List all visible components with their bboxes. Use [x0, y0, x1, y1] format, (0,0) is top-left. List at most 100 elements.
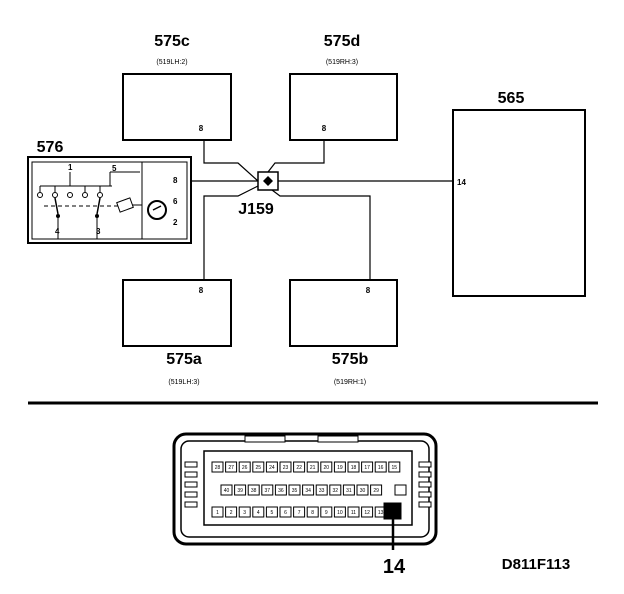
connector-pin-label: 18 — [351, 465, 357, 471]
pin-576-5: 5 — [112, 164, 117, 173]
connector-pin-label: 23 — [283, 465, 289, 471]
connector-pin-label: 11 — [351, 510, 356, 516]
connector-pin — [306, 506, 319, 518]
connector-pin — [211, 506, 224, 518]
connector-pin — [279, 461, 292, 473]
connector-pin — [320, 506, 333, 518]
pin-575a: 8 — [199, 286, 204, 295]
connector-pin — [388, 461, 401, 473]
connector-pin — [329, 484, 342, 496]
box-575b — [289, 279, 398, 347]
connector-pin-label: 32 — [333, 488, 339, 494]
box-575a — [122, 279, 232, 347]
figure-code: D811F113 — [502, 556, 570, 573]
connector-pin-label: 30 — [360, 488, 366, 494]
label-575b: 575b — [332, 351, 369, 368]
connector-pin-label: 39 — [237, 488, 243, 494]
component-576 — [27, 156, 192, 244]
connector-pin — [302, 484, 315, 496]
connector-pin-label: 35 — [292, 488, 298, 494]
motor-icon — [147, 200, 167, 220]
connector-pin — [361, 506, 374, 518]
connector-pin — [361, 461, 374, 473]
connector-pin-label: 24 — [269, 465, 275, 471]
connector-pin-label: 13 — [378, 510, 384, 516]
box-565 — [452, 109, 586, 297]
connector-pin-label: 26 — [242, 465, 248, 471]
pin-576-2: 2 — [173, 218, 178, 227]
connector-pin — [370, 484, 383, 496]
junction-j159 — [257, 171, 279, 191]
connector-pin — [265, 506, 278, 518]
ref-575d: (519RH:3) — [326, 59, 358, 66]
connector-pin-label: 5 — [271, 510, 274, 516]
ref-575b: (519RH:1) — [334, 379, 366, 386]
connector-pin — [293, 506, 306, 518]
connector-pin-label: 6 — [284, 510, 287, 516]
connector-pin — [394, 484, 407, 496]
pin-576-4: 4 — [55, 227, 60, 236]
connector-pin — [320, 461, 333, 473]
ref-575a: (519LH:3) — [168, 379, 199, 386]
connector-pin — [342, 484, 355, 496]
connector-pin — [247, 484, 260, 496]
connector-pin-label: 21 — [310, 465, 316, 471]
box-575d — [289, 73, 398, 141]
connector-pin — [238, 506, 251, 518]
box-575c — [122, 73, 232, 141]
connector-pin — [211, 461, 224, 473]
label-575d: 575d — [324, 33, 360, 50]
pin-576-1: 1 — [68, 163, 73, 172]
pin-576-8: 8 — [173, 176, 178, 185]
connector-pin — [293, 461, 306, 473]
label-575a: 575a — [166, 351, 202, 368]
pin-576-6: 6 — [173, 197, 178, 206]
connector-pin-14-highlight — [383, 502, 402, 520]
connector-pin-label: 20 — [324, 465, 330, 471]
connector-pin-label: 22 — [296, 465, 302, 471]
connector-pin-label: 38 — [251, 488, 257, 494]
connector-pin-label: 37 — [265, 488, 271, 494]
connector-pin — [333, 461, 346, 473]
connector-pin — [238, 461, 251, 473]
connector-pin-label: 19 — [337, 465, 343, 471]
pin-575d: 8 — [322, 124, 327, 133]
connector-pin — [306, 461, 319, 473]
connector-pin-label: 3 — [243, 510, 246, 516]
connector-pin — [279, 506, 292, 518]
pin-575c: 8 — [199, 124, 204, 133]
pin-565: 14 — [457, 178, 466, 187]
connector-pin-label: 2 — [230, 510, 233, 516]
connector-pin-label: 10 — [337, 510, 343, 516]
connector-pin-label: 33 — [319, 488, 325, 494]
pin-576-3: 3 — [96, 227, 101, 236]
connector-pin — [220, 484, 233, 496]
connector-pin — [225, 461, 238, 473]
connector-pin-label: 29 — [373, 488, 379, 494]
connector-pin — [252, 461, 265, 473]
connector-pin-label: 9 — [325, 510, 328, 516]
connector-pin-label: 34 — [305, 488, 311, 494]
connector-pin — [288, 484, 301, 496]
connector-pin — [274, 484, 287, 496]
connector-pin-label: 28 — [215, 465, 221, 471]
label-576: 576 — [37, 139, 64, 156]
ref-575c: (519LH:2) — [156, 59, 187, 66]
connector-pin — [315, 484, 328, 496]
connector-pin-label: 31 — [346, 488, 352, 494]
connector-pin-label: 1 — [216, 510, 219, 516]
label-565: 565 — [498, 90, 525, 107]
connector-pin-label: 40 — [224, 488, 230, 494]
pin-575b: 8 — [366, 286, 371, 295]
connector-pin-label: 36 — [278, 488, 284, 494]
connector-pin-label: 12 — [364, 510, 370, 516]
connector-pin — [374, 461, 387, 473]
connector-pin-label: 16 — [378, 465, 384, 471]
connector-pin-label: 7 — [298, 510, 301, 516]
connector-pin-label: 27 — [228, 465, 234, 471]
connector-pin-label: 25 — [256, 465, 262, 471]
connector-pin — [252, 506, 265, 518]
connector-side-slots — [184, 461, 432, 508]
